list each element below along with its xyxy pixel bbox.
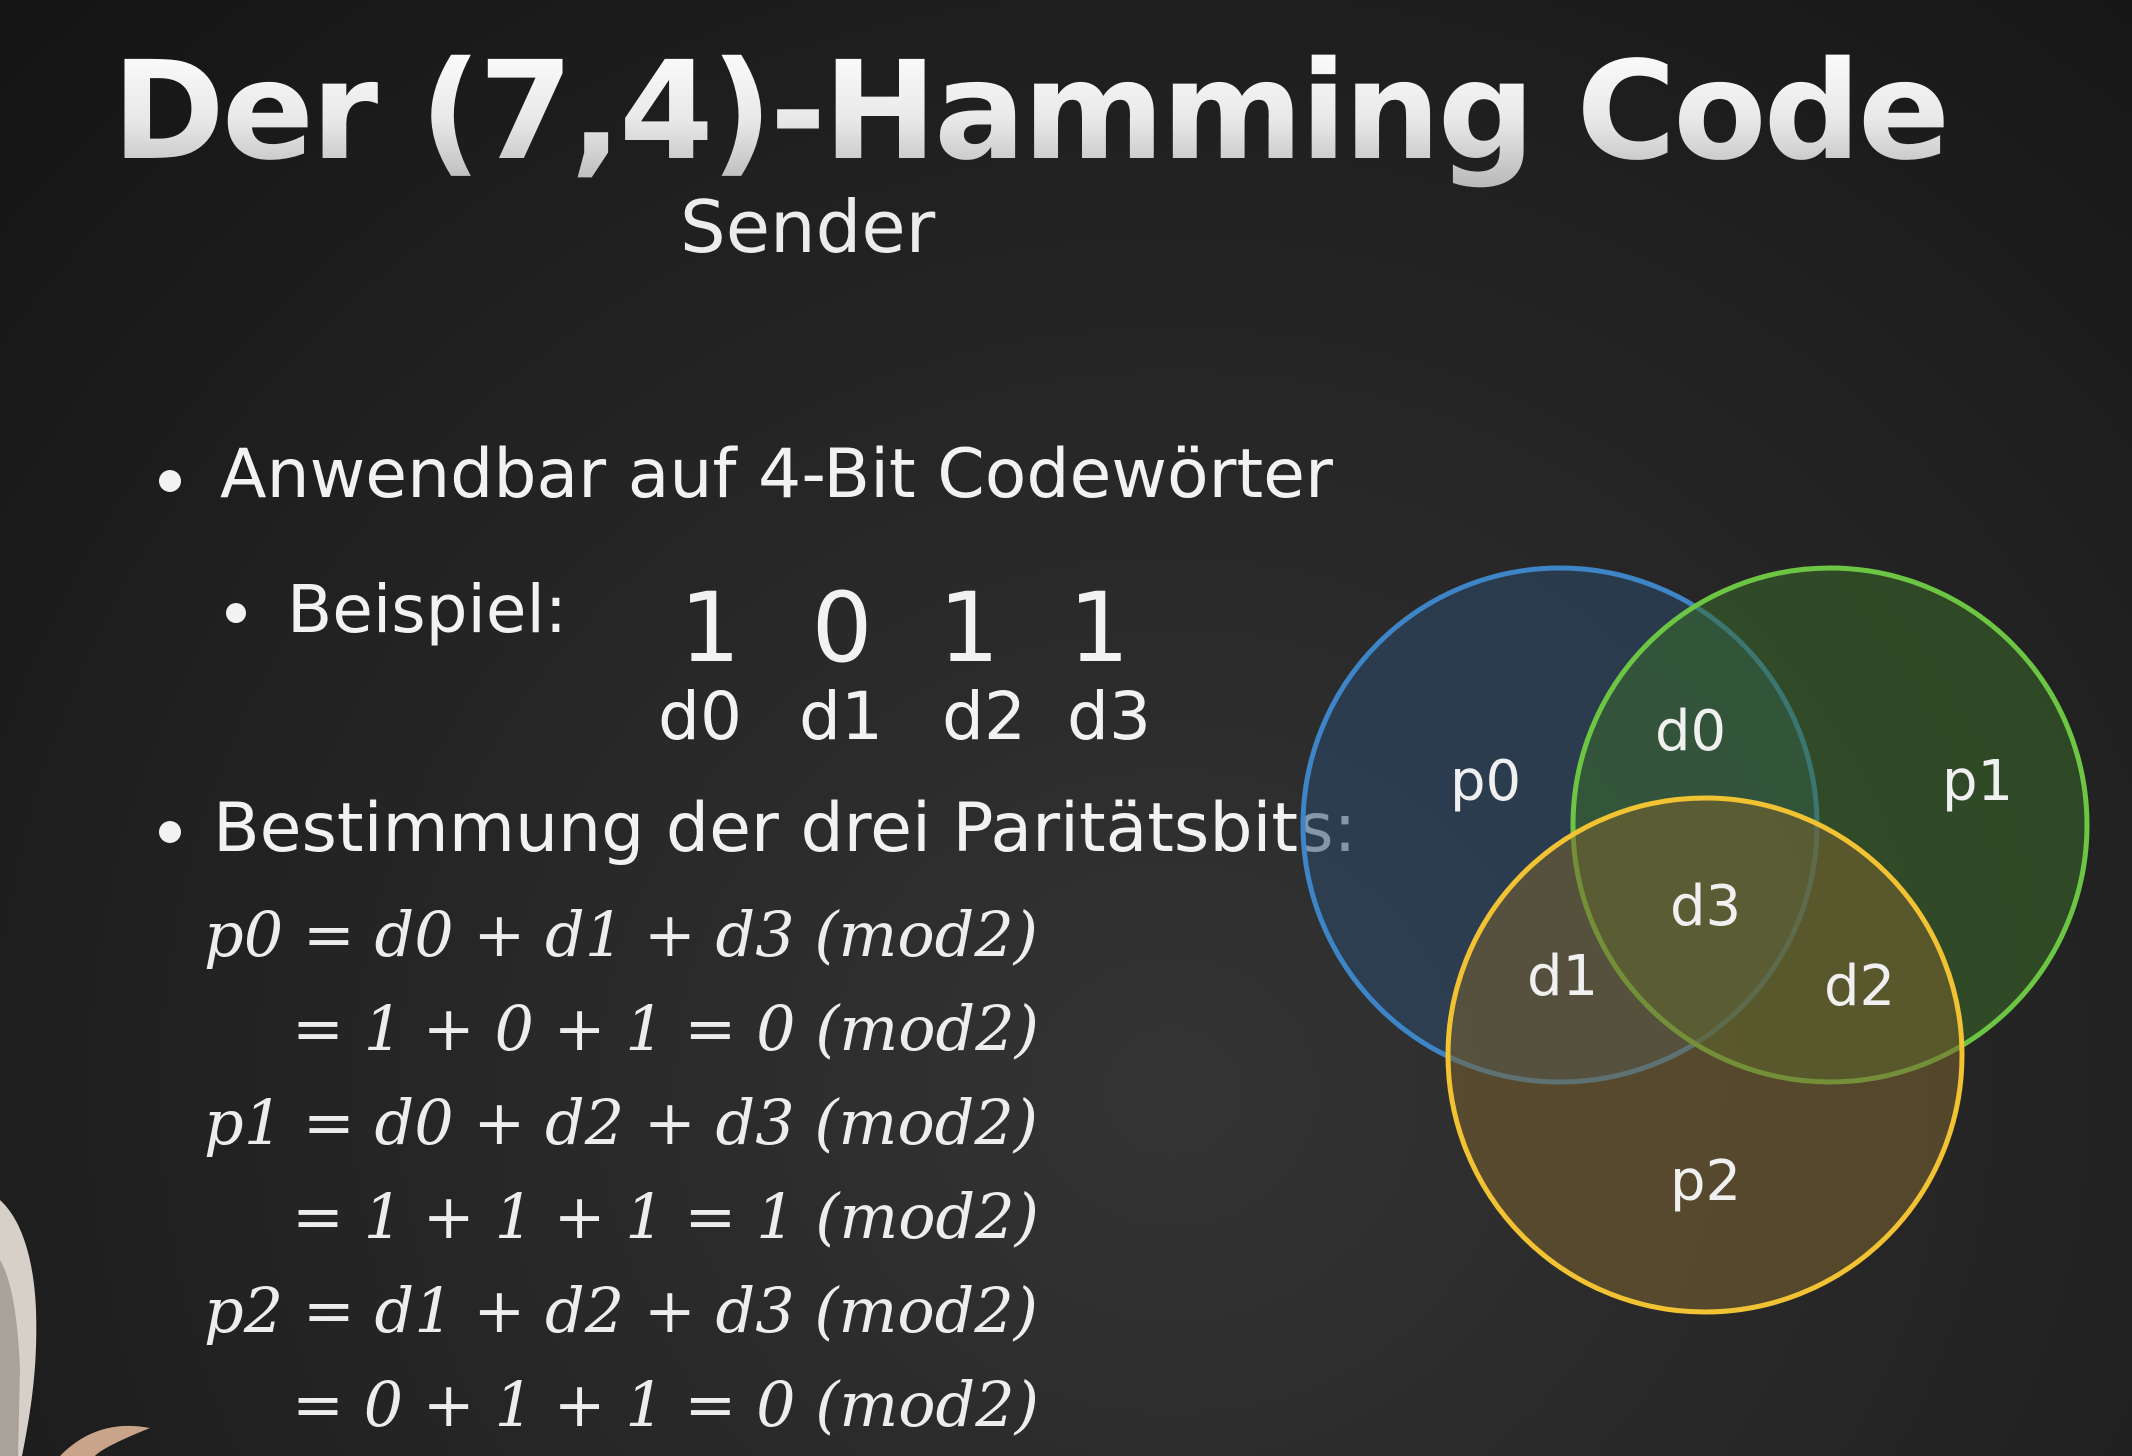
- bit-value: 1: [938, 572, 1000, 684]
- venn-label-d1: d1: [1527, 944, 1598, 1009]
- venn-label-d0: d0: [1655, 699, 1726, 764]
- sub-bullet-dot: [226, 603, 246, 623]
- equation-p0-result: = 1 + 0 + 1 = 0 (mod2): [292, 992, 1039, 1065]
- bullet-applicable: Anwendbar auf 4-Bit Codewörter: [220, 435, 1333, 514]
- venn-label-p1: p1: [1942, 749, 2013, 814]
- venn-label-d2: d2: [1824, 954, 1895, 1019]
- bullet-dot: [159, 821, 181, 843]
- circle-p2: [1445, 795, 1965, 1315]
- bit-label: d0: [658, 678, 742, 755]
- slide-title: Der (7,4)-Hamming Code: [112, 33, 1950, 191]
- equation-p1: p1 = d0 + d2 + d3 (mod2): [204, 1086, 1038, 1159]
- venn-label-d3: d3: [1670, 874, 1741, 939]
- equation-p0: p0 = d0 + d1 + d3 (mod2): [204, 898, 1038, 971]
- venn-label-p2: p2: [1670, 1149, 1741, 1214]
- slide-subtitle: Sender: [680, 185, 936, 269]
- venn-label-p0: p0: [1450, 749, 1521, 814]
- venn-diagram: p0 d0 p1 d3 d1 d2 p2: [1300, 565, 2090, 1315]
- equation-p2: p2 = d1 + d2 + d3 (mod2): [204, 1274, 1038, 1347]
- bullet-dot: [159, 470, 181, 492]
- bit-label: d1: [799, 678, 883, 755]
- example-label: Beispiel:: [287, 571, 568, 648]
- presenter-figure: [0, 1200, 150, 1456]
- bit-value: 1: [1068, 572, 1130, 684]
- bit-value: 1: [679, 572, 741, 684]
- bit-value: 0: [811, 572, 873, 684]
- equation-p1-result: = 1 + 1 + 1 = 1 (mod2): [292, 1180, 1039, 1253]
- bullet-parity: Bestimmung der drei Paritätsbits:: [213, 789, 1357, 868]
- bit-label: d2: [942, 678, 1026, 755]
- bit-label: d3: [1067, 678, 1151, 755]
- equation-p2-result: = 0 + 1 + 1 = 0 (mod2): [292, 1368, 1039, 1441]
